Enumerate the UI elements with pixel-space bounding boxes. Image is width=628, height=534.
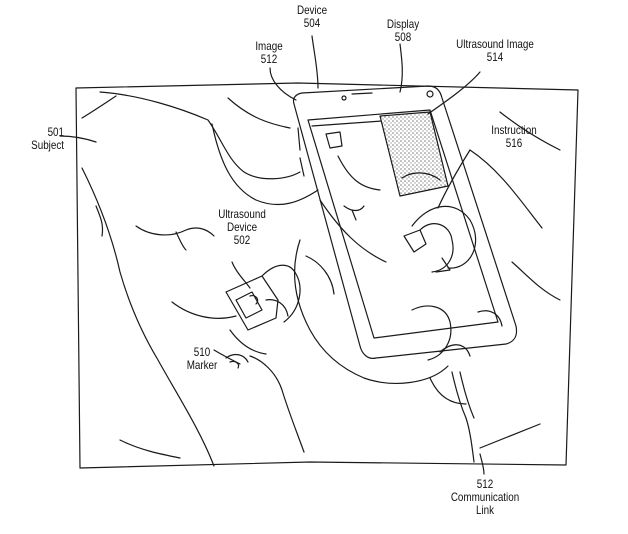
ultrasound-image-number: 514 bbox=[450, 51, 540, 64]
communication-link-line3: Link bbox=[448, 504, 522, 517]
label-subject: 501 Subject bbox=[20, 126, 64, 152]
subject-torso-outline bbox=[100, 92, 300, 179]
label-ultrasound-device: Ultrasound Device 502 bbox=[212, 208, 271, 247]
ultrasound-device-number: 502 bbox=[212, 234, 271, 247]
label-display: Display 508 bbox=[383, 18, 424, 44]
instruction-arrow bbox=[412, 206, 476, 268]
subject-line2: Subject bbox=[20, 139, 64, 152]
label-instruction: Instruction 516 bbox=[481, 124, 547, 150]
ultrasound-image-inset bbox=[380, 112, 448, 196]
instruction-number: 516 bbox=[481, 137, 547, 150]
label-communication-link: 512 Communication Link bbox=[448, 478, 522, 517]
marker-line2: Marker bbox=[179, 359, 225, 372]
display-number: 508 bbox=[383, 31, 424, 44]
holding-hand bbox=[295, 240, 448, 383]
processing-device-number: 504 bbox=[287, 17, 336, 30]
label-processing-device: Device 504 bbox=[287, 4, 336, 30]
image-number: 512 bbox=[249, 53, 290, 66]
ultrasound-device-body bbox=[226, 276, 278, 330]
label-image: Image 512 bbox=[249, 40, 290, 66]
label-ultrasound-image: Ultrasound Image 514 bbox=[450, 38, 540, 64]
label-marker: 510 Marker bbox=[179, 346, 225, 372]
